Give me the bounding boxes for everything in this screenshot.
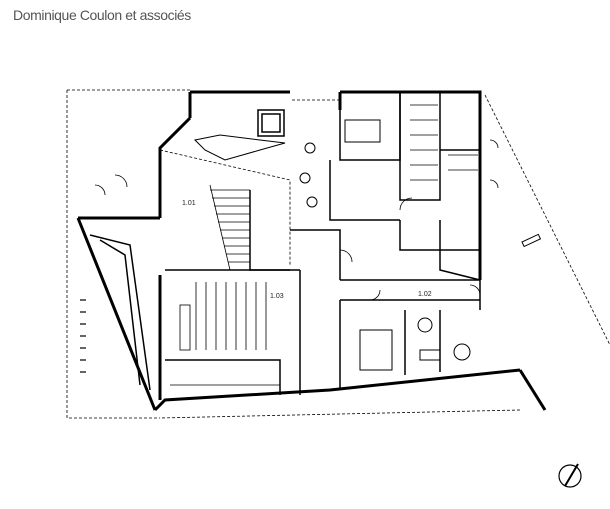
auditorium-seating [170, 282, 280, 386]
exterior-walls [76, 90, 547, 412]
stalls [410, 104, 478, 181]
tiered-stairs [209, 184, 250, 271]
parking-marks [80, 299, 86, 373]
site-boundary [66, 89, 610, 419]
tables [299, 119, 471, 371]
page-title: Dominique Coulon et associés [13, 7, 191, 23]
room-label-1-02: 1.02 [418, 291, 432, 298]
reception-desk [193, 134, 286, 161]
interior-walls [89, 92, 481, 395]
north-arrow-icon [558, 463, 582, 488]
bench [521, 233, 542, 248]
room-label-1-01: 1.01 [182, 200, 196, 207]
door-swings [94, 139, 499, 301]
room-label-1-03: 1.03 [270, 293, 284, 300]
